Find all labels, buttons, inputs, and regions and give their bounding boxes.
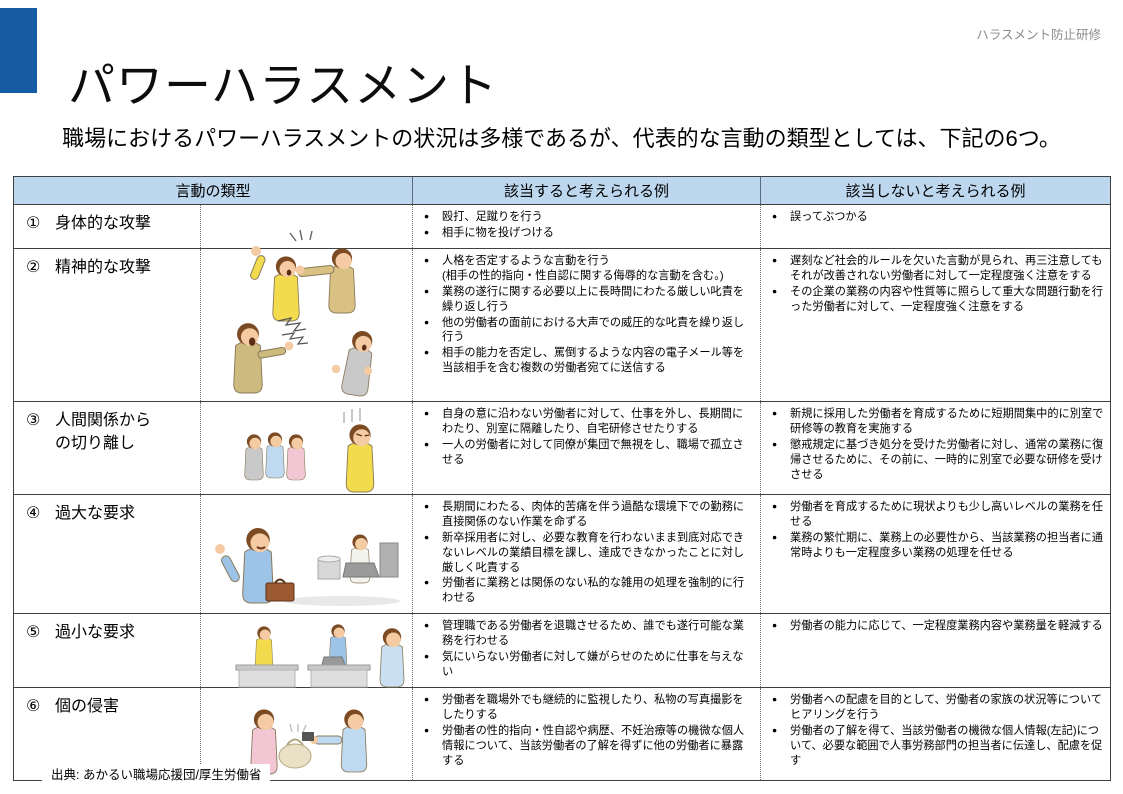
example-item: 労働者を育成するために現状よりも少し高いレベルの業務を任せる: [769, 500, 1104, 530]
example-item: 労働者の了解を得て、当該労働者の機微な個人情報(左記)について、必要な範囲で人事…: [769, 724, 1104, 769]
header-type-column: 言動の類型: [175, 183, 251, 200]
row-type-label: 人間関係からの切り離し: [55, 412, 152, 453]
row-type-label: 過大な要求: [55, 505, 136, 522]
example-item: 殴打、足蹴りを行う: [421, 210, 754, 225]
example-item: 労働者を職場外でも継続的に監視したり、私物の写真撮影をしたりする: [421, 693, 754, 723]
man-shouting-at-worker-illustration: [200, 249, 412, 401]
example-item: 労働者の能力に応じて、一定程度業務内容や業務量を軽減する: [769, 619, 1104, 634]
row-type-label: 過小な要求: [55, 624, 136, 641]
not-applicable-examples-list: 遅刻など社会的ルールを欠いた言動が見られ、再三注意してもそれが改善されない労働者…: [769, 254, 1104, 315]
table-row: ③ 人間関係からの切り離し 自身の意に沿わない労働者に対して、仕事を外し、長期間…: [14, 402, 1110, 495]
accent-bar: [0, 8, 37, 93]
applicable-examples-list: 人格を否定するような言動を行う (相手の性的指向・性自認に関する侮辱的な言動を含…: [421, 254, 754, 376]
not-applicable-examples-list: 新規に採用した労働者を育成するために短期間集中的に別室で研修等の教育を実施する懲…: [769, 407, 1104, 482]
example-item: 自身の意に沿わない労働者に対して、仕事を外し、長期間にわたり、別室に隔離したり、…: [421, 407, 754, 437]
table-row: ⑥ 個の侵害 労働者を職場外でも継続的に監視したり、私物の写真撮影をしたりする労…: [14, 688, 1110, 780]
not-applicable-examples-list: 労働者への配慮を目的として、労働者の家族の状況等についてヒアリングを行う労働者の…: [769, 693, 1104, 768]
harassment-types-table: 言動の類型 該当すると考えられる例 該当しないと考えられる例 ① 身体的な攻撃 …: [13, 176, 1111, 781]
row-type-label: 個の侵害: [55, 698, 120, 715]
training-course-label: ハラスメント防止研修: [976, 28, 1101, 42]
not-applicable-examples-list: 誤ってぶつかる: [769, 210, 1104, 225]
example-item: 人格を否定するような言動を行う (相手の性的指向・性自認に関する侮辱的な言動を含…: [421, 254, 754, 284]
not-applicable-examples-list: 労働者の能力に応じて、一定程度業務内容や業務量を軽減する: [769, 619, 1104, 634]
row-number: ⑤: [26, 624, 41, 641]
applicable-examples-list: 労働者を職場外でも継続的に監視したり、私物の写真撮影をしたりする労働者の性的指向…: [421, 693, 754, 768]
example-item: 誤ってぶつかる: [769, 210, 1104, 225]
applicable-examples-list: 長期間にわたる、肉体的苦痛を伴う過酷な環境下での勤務に直接関係のない作業を命ずる…: [421, 500, 754, 606]
table-body: ① 身体的な攻撃 殴打、足蹴りを行う相手に物を投げつける 誤ってぶつかる ② 精…: [14, 205, 1110, 780]
example-item: 懲戒規定に基づき処分を受けた労働者に対し、通常の業務に復帰させるために、その前に…: [769, 438, 1104, 483]
example-item: 他の労働者の面前における大声での威圧的な叱責を繰り返し行う: [421, 316, 754, 346]
row-number: ①: [26, 215, 41, 232]
example-item: 労働者への配慮を目的として、労働者の家族の状況等についてヒアリングを行う: [769, 693, 1104, 723]
example-item: 相手に物を投げつける: [421, 226, 754, 241]
table-header-row: 言動の類型 該当すると考えられる例 該当しないと考えられる例: [14, 177, 1110, 205]
row-type-label: 精神的な攻撃: [55, 259, 152, 276]
source-caption: 出典: あかるい職場応援団/厚生労働省: [42, 764, 271, 783]
applicable-examples-list: 管理職である労働者を退職させるため、誰でも遂行可能な業務を行わせる気にいらない労…: [421, 619, 754, 680]
boss-overloading-worker-illustration: [200, 495, 412, 613]
table-row: ② 精神的な攻撃 人格を否定するような言動を行う (相手の性的指向・性自認に関す…: [14, 249, 1110, 402]
row-type-label: 身体的な攻撃: [55, 215, 152, 232]
applicable-examples-list: 殴打、足蹴りを行う相手に物を投げつける: [421, 210, 754, 241]
example-item: 新規に採用した労働者を育成するために短期間集中的に別室で研修等の教育を実施する: [769, 407, 1104, 437]
table-row: ④ 過大な要求 長期間にわたる、肉体的苦痛を伴う過酷な環境下での勤務に直接関係の…: [14, 495, 1110, 614]
page-title: パワーハラスメント: [68, 59, 499, 113]
example-item: 労働者に業務とは関係のない私的な雑用の処理を強制的に行わせる: [421, 576, 754, 606]
example-item: 一人の労働者に対して同僚が集団で無視をし、職場で孤立させる: [421, 438, 754, 468]
example-item: 長期間にわたる、肉体的苦痛を伴う過酷な環境下での勤務に直接関係のない作業を命ずる: [421, 500, 754, 530]
photographing-belongings-illustration: [200, 688, 412, 780]
applicable-examples-list: 自身の意に沿わない労働者に対して、仕事を外し、長期間にわたり、別室に隔離したり、…: [421, 407, 754, 468]
not-applicable-examples-list: 労働者を育成するために現状よりも少し高いレベルの業務を任せる業務の繁忙期に、業務…: [769, 500, 1104, 561]
header-applicable-column: 該当すると考えられる例: [412, 177, 760, 204]
slide-subtitle: 職場におけるパワーハラスメントの状況は多様であるが、代表的な言動の類型としては、…: [62, 126, 1061, 151]
idle-workers-illustration: [200, 614, 412, 688]
example-item: その企業の業務の内容や性質等に照らして重大な問題行動を行った労働者に対して、一定…: [769, 285, 1104, 315]
row-number: ④: [26, 505, 41, 522]
example-item: 相手の能力を否定し、罵倒するような内容の電子メール等を当該相手を含む複数の労働者…: [421, 346, 754, 376]
example-item: 遅刻など社会的ルールを欠いた言動が見られ、再三注意してもそれが改善されない労働者…: [769, 254, 1104, 284]
example-item: 管理職である労働者を退職させるため、誰でも遂行可能な業務を行わせる: [421, 619, 754, 649]
row-number: ②: [26, 259, 41, 276]
row-number: ⑥: [26, 698, 41, 715]
two-men-fighting-illustration: [200, 205, 412, 322]
table-row: ⑤ 過小な要求 管理職である労働者を退職させるため、誰でも遂行可能な業務を行わせ…: [14, 614, 1110, 688]
table-row: ① 身体的な攻撃 殴打、足蹴りを行う相手に物を投げつける 誤ってぶつかる: [14, 205, 1110, 322]
example-item: 気にいらない労働者に対して嫌がらせのために仕事を与えない: [421, 650, 754, 680]
header-not-applicable-column: 該当しないと考えられる例: [760, 177, 1110, 204]
example-item: 業務の遂行に関する必要以上に長時間にわたる厳しい叱責を繰り返し行う: [421, 285, 754, 315]
example-item: 業務の繁忙期に、業務上の必要性から、当該業務の担当者に通常時よりも一定程度多い業…: [769, 531, 1104, 561]
example-item: 新卒採用者に対し、必要な教育を行わないまま到底対応できないレベルの業績目標を課し…: [421, 531, 754, 576]
row-number: ③: [26, 412, 41, 429]
isolated-worker-illustration: [200, 402, 412, 494]
example-item: 労働者の性的指向・性自認や病歴、不妊治療等の機微な個人情報について、当該労働者の…: [421, 724, 754, 769]
